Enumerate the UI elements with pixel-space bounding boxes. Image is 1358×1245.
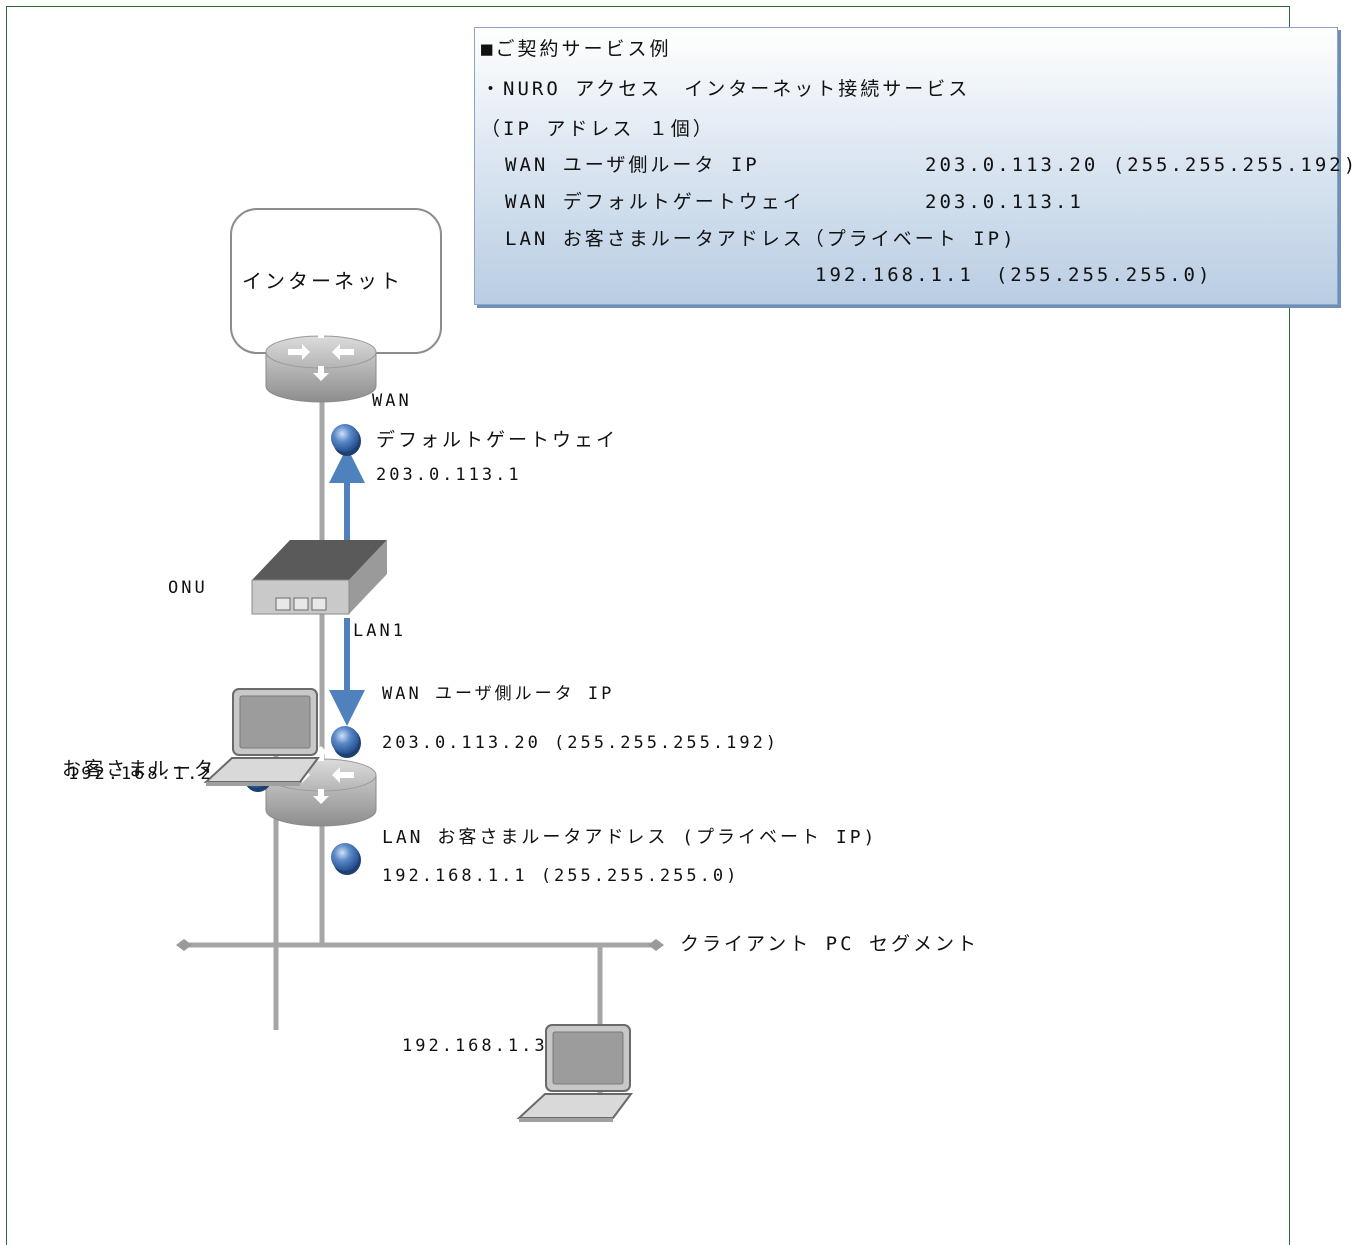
- default-gateway-label: デフォルトゲートウェイ: [376, 429, 619, 451]
- info-wan-gateway-value: 203.0.113.1: [925, 191, 1084, 213]
- onu-port-label: LAN1: [353, 621, 406, 641]
- router-lan-label: LAN お客さまルータアドレス (プライベート IP): [382, 827, 878, 848]
- info-lan-address-label: LAN お客さまルータアドレス（プライベート IP): [505, 228, 1017, 250]
- router-lan-value: 192.168.1.1 (255.255.255.0): [382, 866, 740, 886]
- onu-label: ONU: [168, 578, 208, 598]
- info-heading: ■ご契約サービス例: [481, 38, 672, 60]
- diagram-frame: [6, 6, 1290, 1245]
- interface-node-router-wan: [331, 726, 361, 758]
- info-wan-router-ip-label: WAN ユーザ側ルータ IP: [505, 154, 760, 176]
- internet-router-wan-label: WAN: [372, 391, 412, 411]
- info-service-line: ・NURO アクセス インターネット接続サービス: [481, 78, 971, 100]
- laptop-icon-pc2: [516, 1024, 633, 1122]
- interface-node-router-lan: [331, 843, 361, 875]
- customer-router-label: お客さまルータ: [62, 758, 217, 780]
- internet-cloud-label: インターネット: [242, 269, 403, 293]
- info-ip-count: （IP アドレス １個）: [481, 118, 715, 140]
- segment-end-left: [176, 939, 192, 951]
- info-lan-address-value: 192.168.1.1 (255.255.255.0): [815, 264, 1213, 286]
- default-gateway-ip: 203.0.113.1: [376, 465, 522, 485]
- pc1-ip-label: 192.168.1.2: [68, 764, 214, 784]
- interface-node-gateway: [331, 424, 361, 456]
- internet-router-icon: [265, 323, 377, 403]
- pc2-ip-label: 192.168.1.3: [402, 1036, 548, 1056]
- onu-device-icon: [251, 540, 387, 615]
- router-wan-ip-label: WAN ユーザ側ルータ IP: [382, 684, 615, 704]
- client-segment-label: クライアント PC セグメント: [680, 933, 979, 955]
- contract-info-box: ■ご契約サービス例 ・NURO アクセス インターネット接続サービス （IP ア…: [474, 27, 1355, 305]
- info-wan-router-ip-value: 203.0.113.20 (255.255.255.192): [925, 154, 1358, 176]
- info-wan-gateway-label: WAN デフォルトゲートウェイ: [505, 191, 805, 213]
- laptop-icon-pc1: [203, 688, 320, 786]
- router-wan-ip-value: 203.0.113.20 (255.255.255.192): [382, 733, 780, 753]
- segment-end-right: [648, 939, 664, 951]
